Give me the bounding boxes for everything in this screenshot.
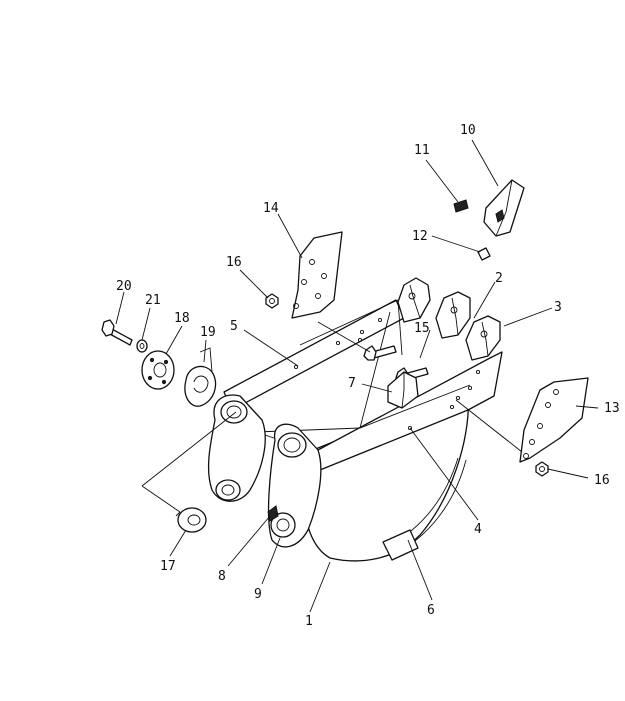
bucket-body <box>223 299 503 562</box>
label-1: 1 <box>305 614 313 629</box>
label-8: 8 <box>218 569 226 584</box>
label-11: 11 <box>414 143 430 158</box>
shim-19 <box>184 347 217 407</box>
washer-21 <box>136 339 148 353</box>
label-12: 12 <box>412 229 428 244</box>
tooth-assembly <box>453 179 525 261</box>
side-cutter-left <box>291 231 343 319</box>
label-13: 13 <box>604 401 620 416</box>
label-14: 14 <box>263 201 279 216</box>
label-5: 5 <box>230 319 238 334</box>
label-15: 15 <box>414 321 430 336</box>
label-17: 17 <box>160 559 176 574</box>
plate-7 <box>387 371 419 409</box>
left-bracket <box>207 394 322 548</box>
label-6: 6 <box>427 603 435 618</box>
teeth-adapters <box>397 277 501 361</box>
label-16-right: 16 <box>594 473 610 488</box>
label-7: 7 <box>348 376 356 391</box>
label-19: 19 <box>200 325 216 340</box>
part-labels: 1 2 3 4 5 6 7 8 9 10 11 12 13 14 15 16 1… <box>116 123 620 629</box>
label-2: 2 <box>495 271 503 286</box>
label-3: 3 <box>554 300 562 315</box>
label-16-left: 16 <box>226 255 242 270</box>
nut-right <box>535 461 549 477</box>
leader-lines <box>115 139 599 613</box>
label-4: 4 <box>474 522 482 537</box>
bushing-17 <box>175 507 207 533</box>
nut-left <box>265 293 279 309</box>
label-10: 10 <box>460 123 476 138</box>
side-cutter-right <box>519 377 589 463</box>
bolt-20 <box>101 319 133 346</box>
label-21: 21 <box>145 293 161 308</box>
label-9: 9 <box>254 587 262 602</box>
label-20: 20 <box>116 279 132 294</box>
collar-18 <box>141 350 175 390</box>
label-18: 18 <box>174 311 190 326</box>
